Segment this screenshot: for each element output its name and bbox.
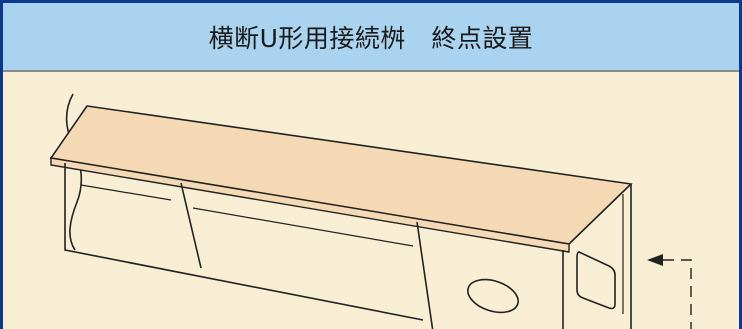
break-line — [65, 93, 83, 251]
joint-line-1 — [180, 182, 202, 269]
section-indicator-line — [663, 259, 692, 329]
pipe-knockout-circle — [467, 278, 519, 314]
basin-end-opening — [576, 251, 616, 310]
gutter-side-face — [64, 163, 424, 321]
joint-line-2 — [416, 221, 434, 329]
catch-basin-illustration — [49, 93, 692, 329]
arrow-head-icon — [647, 254, 663, 266]
face-detail-line-1 — [80, 184, 172, 201]
grating-front-rim — [50, 157, 570, 253]
title-bar: 横断U形用接続桝 終点設置 — [3, 3, 739, 72]
figure-title: 横断U形用接続桝 終点設置 — [208, 23, 534, 53]
face-detail-line-2 — [192, 207, 414, 247]
